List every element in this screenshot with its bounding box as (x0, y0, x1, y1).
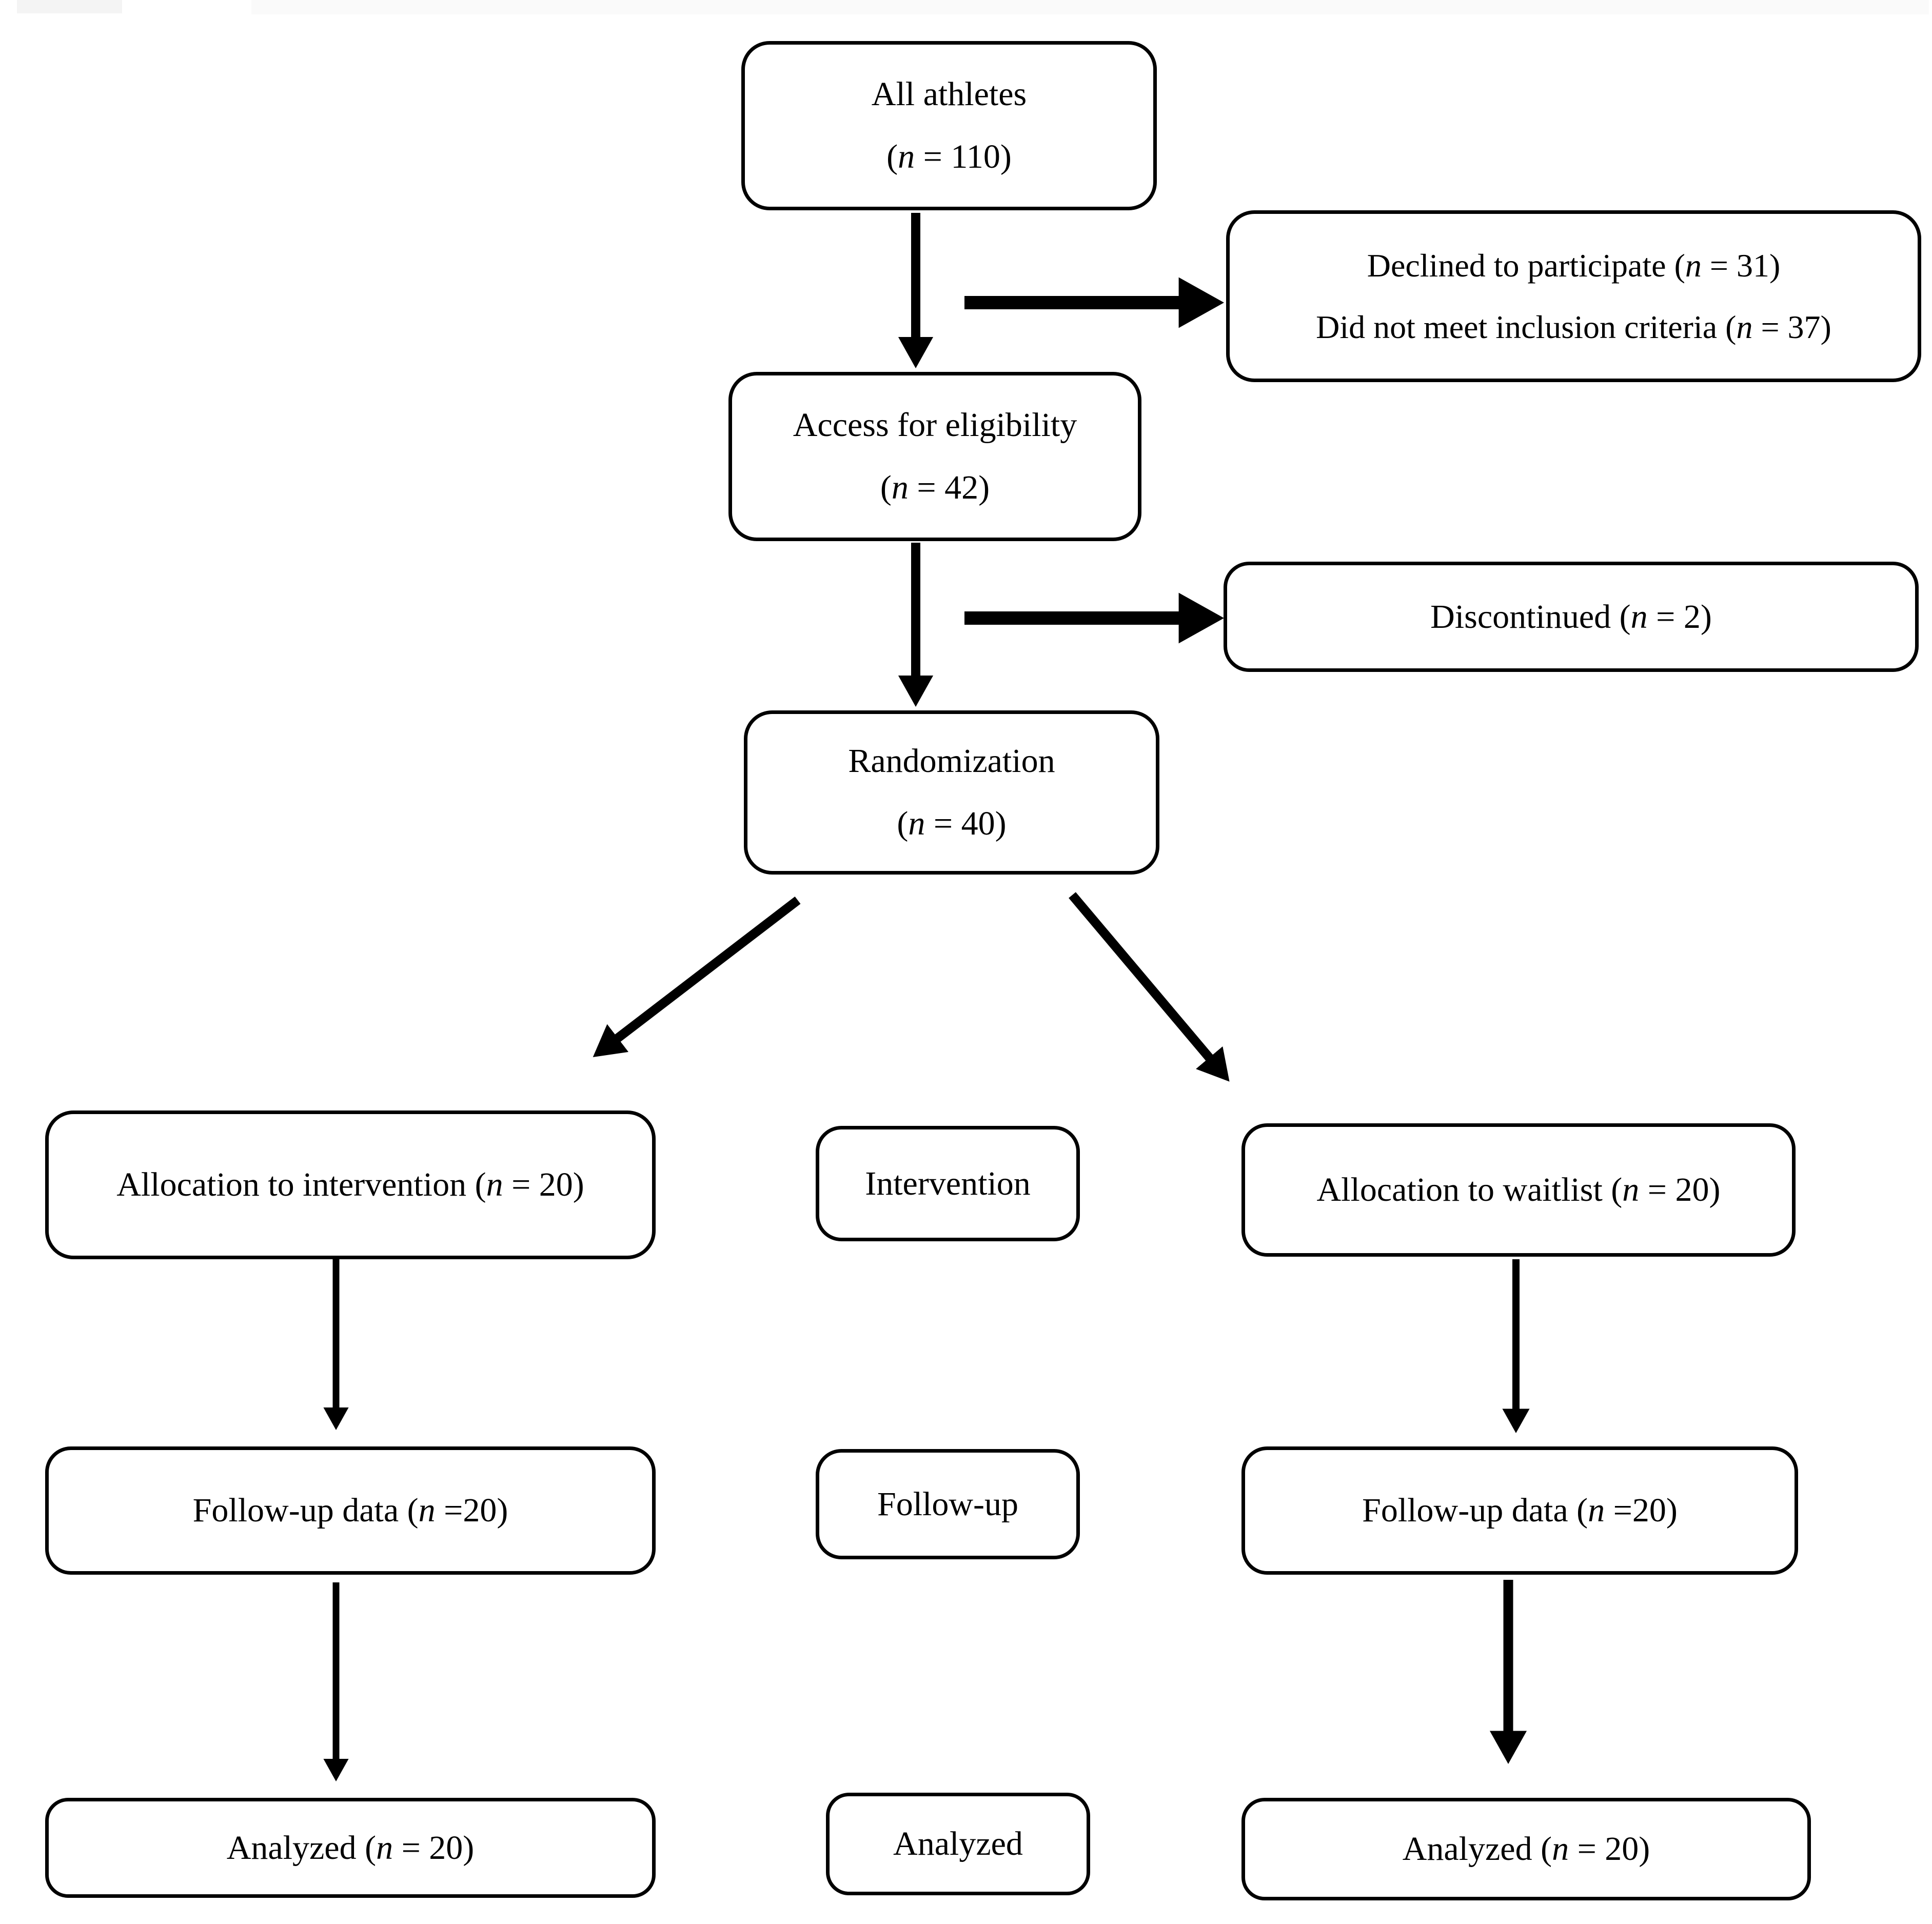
node-count: (n = 110) (886, 138, 1012, 175)
node-analyzed-intervention: Analyzed (n = 20) (45, 1798, 656, 1898)
node-discontinued: Discontinued (n = 2) (1224, 562, 1919, 672)
node-label: Analyzed (893, 1825, 1023, 1863)
node-analyzed-stage: Analyzed (826, 1793, 1090, 1895)
node-allocation-intervention: Allocation to intervention (n = 20) (45, 1110, 656, 1259)
node-eligibility: Access for eligibility (n = 42) (728, 372, 1141, 541)
node-label: Allocation to waitlist (n = 20) (1316, 1171, 1721, 1209)
scan-artifact (251, 0, 1929, 14)
node-label: Follow-up (877, 1485, 1019, 1523)
node-intervention-stage: Intervention (816, 1126, 1080, 1241)
node-count: (n = 40) (897, 805, 1007, 842)
node-analyzed-waitlist: Analyzed (n = 20) (1241, 1798, 1811, 1900)
node-followup-intervention: Follow-up data (n =20) (45, 1446, 656, 1575)
scan-artifact (17, 0, 122, 13)
node-followup-stage: Follow-up (816, 1449, 1080, 1559)
node-label: Randomization (848, 742, 1055, 780)
node-label: Analyzed (n = 20) (226, 1829, 475, 1867)
arrow-randomization-to-waitlist (1069, 892, 1230, 1082)
node-declined: Declined to participate (n = 31) Did not… (1226, 210, 1921, 382)
node-count: (n = 42) (880, 469, 990, 506)
node-label: Access for eligibility (793, 406, 1077, 444)
node-label: Did not meet inclusion criteria (n = 37) (1316, 308, 1831, 345)
node-label: Declined to participate (n = 31) (1367, 247, 1781, 284)
node-label: Intervention (865, 1164, 1031, 1202)
node-label: Follow-up data (n =20) (192, 1492, 508, 1530)
node-label: All athletes (871, 75, 1027, 113)
node-allocation-waitlist: Allocation to waitlist (n = 20) (1241, 1123, 1796, 1257)
node-label: Allocation to intervention (n = 20) (116, 1166, 584, 1204)
arrow-randomization-to-intervention (593, 896, 801, 1057)
node-followup-waitlist: Follow-up data (n =20) (1241, 1446, 1798, 1575)
node-label: Follow-up data (n =20) (1362, 1492, 1678, 1530)
node-randomization: Randomization (n = 40) (744, 710, 1159, 875)
node-all-athletes: All athletes (n = 110) (741, 41, 1157, 210)
node-label: Discontinued (n = 2) (1430, 598, 1712, 636)
node-label: Analyzed (n = 20) (1402, 1830, 1650, 1868)
